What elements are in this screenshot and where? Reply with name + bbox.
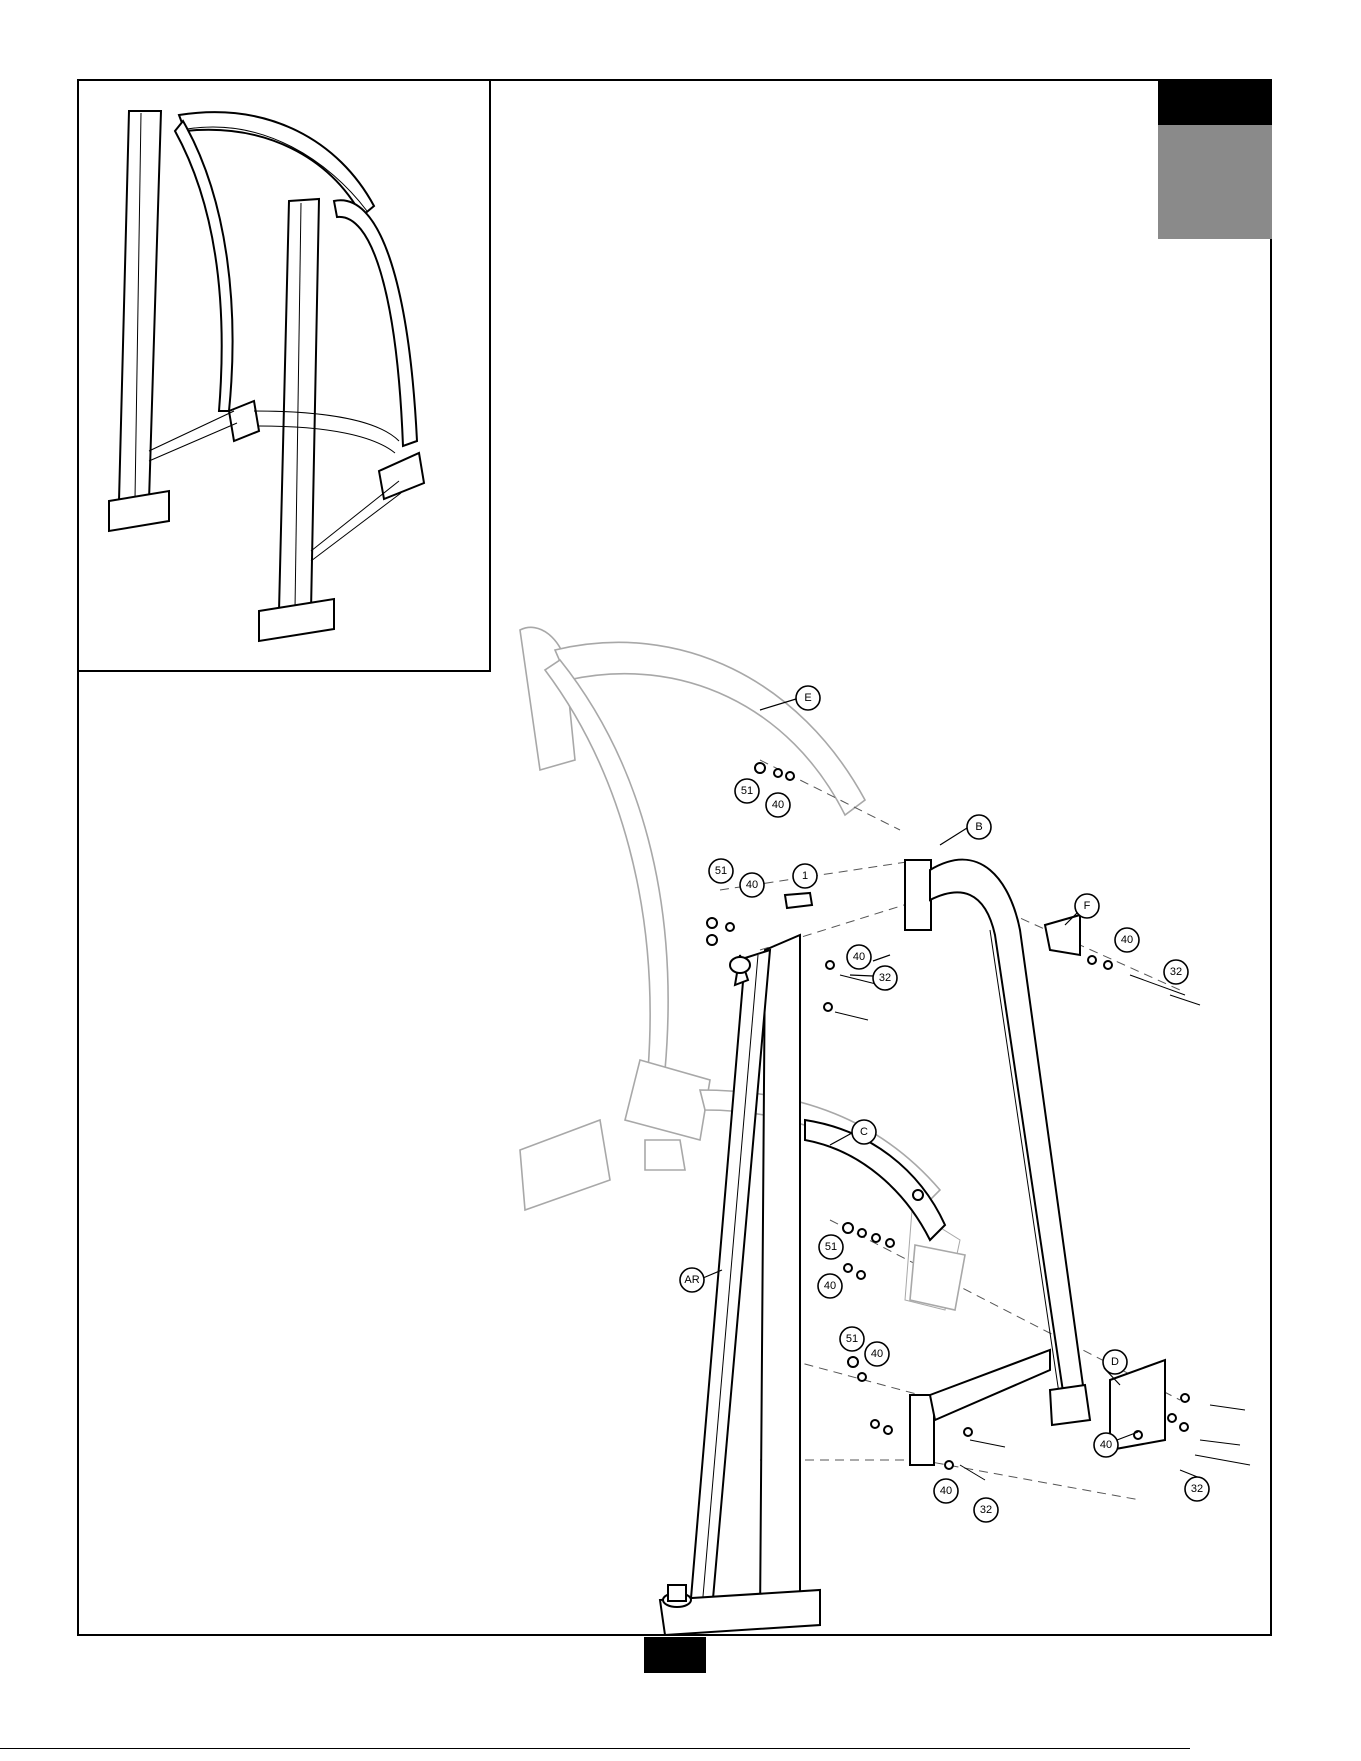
callout-c-F: F: [1075, 894, 1099, 918]
callout-label: 51: [825, 1241, 837, 1253]
callout-label: AR: [684, 1274, 699, 1286]
callout-label: 1: [802, 870, 808, 882]
callout-label: 40: [871, 1348, 883, 1360]
callout-c-1: 1: [793, 864, 817, 888]
part-F-plate: [1045, 915, 1080, 955]
callout-c-40d: 40: [847, 945, 871, 969]
callout-c-51a: 51: [735, 779, 759, 803]
callout-label: 40: [1100, 1439, 1112, 1451]
callout-c-40c: 40: [1115, 928, 1139, 952]
callout-label: E: [804, 692, 811, 704]
callout-label: B: [975, 821, 982, 833]
callout-c-B: B: [967, 815, 991, 839]
callout-c-51d: 51: [840, 1327, 864, 1351]
callout-c-D: D: [1103, 1350, 1127, 1374]
callout-label: 51: [715, 865, 727, 877]
callout-label: F: [1084, 900, 1091, 912]
callout-c-40a: 40: [766, 793, 790, 817]
callout-label: 51: [741, 785, 753, 797]
callout-label: 40: [746, 879, 758, 891]
callout-label: C: [860, 1126, 868, 1138]
callout-c-32b: 32: [1164, 960, 1188, 984]
part-C-end-plate: [910, 1245, 965, 1310]
part-1-end-cap: [785, 893, 812, 908]
callout-c-E: E: [796, 686, 820, 710]
callout-label: 40: [1121, 934, 1133, 946]
callout-c-C: C: [852, 1120, 876, 1144]
callout-label: 51: [846, 1333, 858, 1345]
callout-c-40e: 40: [818, 1274, 842, 1298]
callout-label: 40: [772, 799, 784, 811]
callout-label: 32: [1170, 966, 1182, 978]
callout-c-32d: 32: [974, 1498, 998, 1522]
callout-label: D: [1111, 1356, 1119, 1368]
callout-c-40f: 40: [865, 1342, 889, 1366]
page-number-box: [644, 1637, 706, 1673]
callout-label: 40: [824, 1280, 836, 1292]
callout-label: 32: [1191, 1483, 1203, 1495]
callout-c-51b: 51: [709, 859, 733, 883]
callout-label: 32: [980, 1504, 992, 1516]
callout-c-40h: 40: [934, 1479, 958, 1503]
callout-c-32c: 32: [1185, 1477, 1209, 1501]
callout-c-AR: AR: [680, 1268, 704, 1292]
lower-bracket: [910, 1350, 1050, 1465]
callout-label: 40: [940, 1485, 952, 1497]
callout-label: 40: [853, 951, 865, 963]
callout-c-40b: 40: [740, 873, 764, 897]
footer-rule: [0, 1748, 1190, 1749]
callout-c-32a: 32: [873, 966, 897, 990]
callout-label: 32: [879, 972, 891, 984]
callout-c-40g: 40: [1094, 1433, 1118, 1457]
callout-c-51c: 51: [819, 1235, 843, 1259]
